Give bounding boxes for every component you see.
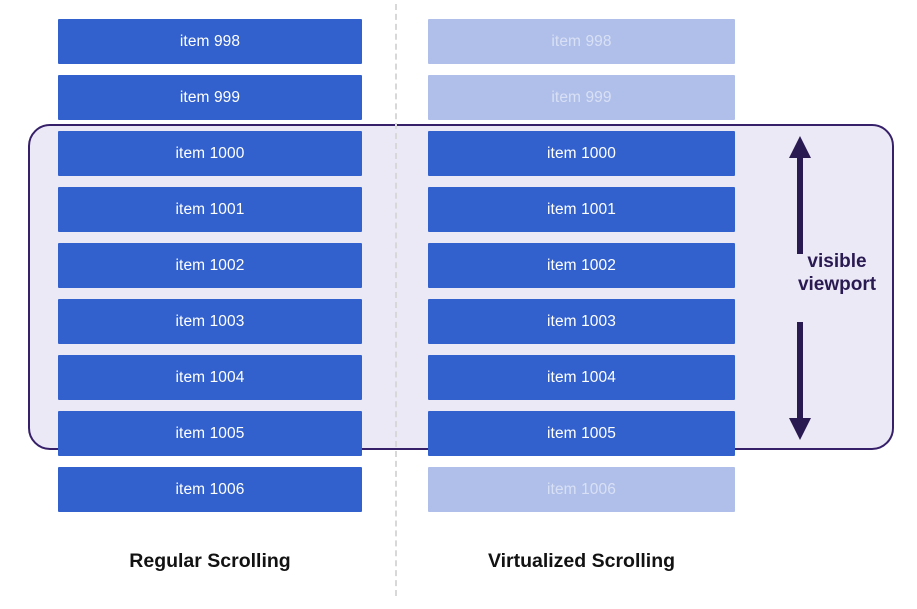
list-item[interactable]: item 1006 bbox=[58, 467, 362, 512]
viewport-annotation: visible viewport bbox=[762, 132, 912, 444]
list-item[interactable]: item 1003 bbox=[428, 299, 735, 344]
caption-regular-scrolling: Regular Scrolling bbox=[129, 550, 291, 572]
list-item[interactable]: item 1005 bbox=[428, 411, 735, 456]
viewport-label-line2: viewport bbox=[797, 274, 877, 295]
list-item[interactable]: item 1001 bbox=[428, 187, 735, 232]
regular-scrolling-column: item 998 item 999 item 1000 item 1001 item 1… bbox=[0, 0, 395, 609]
list-item[interactable]: item 1000 bbox=[428, 131, 735, 176]
list-item[interactable]: item 1001 bbox=[58, 187, 362, 232]
list-item[interactable]: item 1005 bbox=[58, 411, 362, 456]
list-item[interactable]: item 998 bbox=[428, 19, 735, 64]
list-item[interactable]: item 999 bbox=[58, 75, 362, 120]
list-item[interactable]: item 1004 bbox=[428, 355, 735, 400]
viewport-label-line1: visible bbox=[807, 251, 867, 272]
list-item[interactable]: item 1004 bbox=[58, 355, 362, 400]
caption-virtualized-scrolling: Virtualized Scrolling bbox=[487, 550, 676, 572]
list-item[interactable]: item 1002 bbox=[428, 243, 735, 288]
list-item[interactable]: item 1003 bbox=[58, 299, 362, 344]
list-item[interactable]: item 1002 bbox=[58, 243, 362, 288]
list-item[interactable]: item 1006 bbox=[428, 467, 735, 512]
list-item[interactable]: item 999 bbox=[428, 75, 735, 120]
double-arrow-icon bbox=[789, 136, 811, 440]
viewport-label: visible viewport bbox=[762, 250, 912, 296]
list-item[interactable]: item 1000 bbox=[58, 131, 362, 176]
column-divider bbox=[395, 4, 397, 596]
virtualized-scrolling-column: item 998 item 999 item 1000 item 1001 item 1… bbox=[395, 0, 917, 609]
list-item[interactable]: item 998 bbox=[58, 19, 362, 64]
